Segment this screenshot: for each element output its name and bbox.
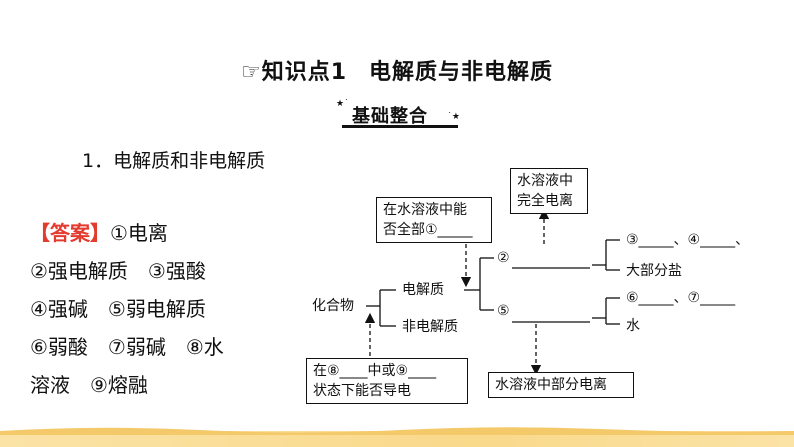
box-full-ionization-question: 在水溶液中能 否全部①_____ (376, 197, 492, 243)
star-decoration-icon: ★˙ (336, 99, 349, 109)
box-line: 状态下能否导电 (313, 383, 411, 399)
badge-label: 基础整合 (352, 106, 428, 127)
box-line: 在水溶液中能 (383, 202, 467, 218)
footer-decoration (0, 427, 794, 447)
answer-line: ②强电解质 ③强酸 (30, 259, 206, 283)
title-knowledge-point: ☞知识点1 (240, 60, 347, 85)
title-topic: 电解质与非电解质 (369, 60, 554, 85)
box-line: 在⑧____中或⑨____ (313, 363, 437, 379)
answer-line: 溶液 ⑨熔融 (30, 373, 148, 397)
answer-tag: 【答案】 (30, 221, 110, 245)
box-line: 否全部①_____ (383, 222, 473, 238)
label-water: 水 (626, 318, 640, 334)
box-line: 水溶液中 (517, 173, 573, 189)
section-badge: ★˙ 基础整合 ˙★ (336, 98, 464, 130)
answer-text: ①电离 (110, 221, 168, 245)
answer-line: 【答案】①电离 (30, 214, 290, 252)
blank-3-4: ③_____、④_____、 (626, 232, 750, 248)
star-decoration-icon: ˙★ (447, 112, 460, 122)
box-partial-ionization: 水溶液中部分电离 (488, 372, 634, 398)
label-most-salts: 大部分盐 (626, 263, 682, 279)
answer-block: 【答案】①电离 ②强电解质 ③强酸 ④强碱 ⑤弱电解质 ⑥弱酸 ⑦弱碱 ⑧水 溶… (30, 214, 290, 404)
blank-5: ⑤ (497, 303, 510, 319)
blank-6-7: ⑥_____、⑦_____ (626, 290, 736, 306)
box-line: 水溶液中部分电离 (495, 377, 607, 393)
page-title: ☞知识点1 电解质与非电解质 (0, 54, 794, 86)
label-electrolyte: 电解质 (402, 282, 444, 298)
answer-line: ⑥弱酸 ⑦弱碱 ⑧水 (30, 335, 224, 359)
wave-decoration-icon (0, 427, 794, 435)
section-heading: 1．电解质和非电解质 (82, 150, 266, 172)
answer-line: ④强碱 ⑤弱电解质 (30, 297, 206, 321)
badge-underline (342, 125, 458, 128)
box-conductivity-question: 在⑧____中或⑨____ 状态下能否导电 (306, 358, 468, 404)
box-complete-ionization: 水溶液中 完全电离 (510, 168, 588, 214)
label-compound: 化合物 (312, 298, 354, 314)
blank-2: ② (497, 250, 510, 266)
box-line: 完全电离 (517, 193, 573, 209)
label-non-electrolyte: 非电解质 (402, 319, 458, 335)
